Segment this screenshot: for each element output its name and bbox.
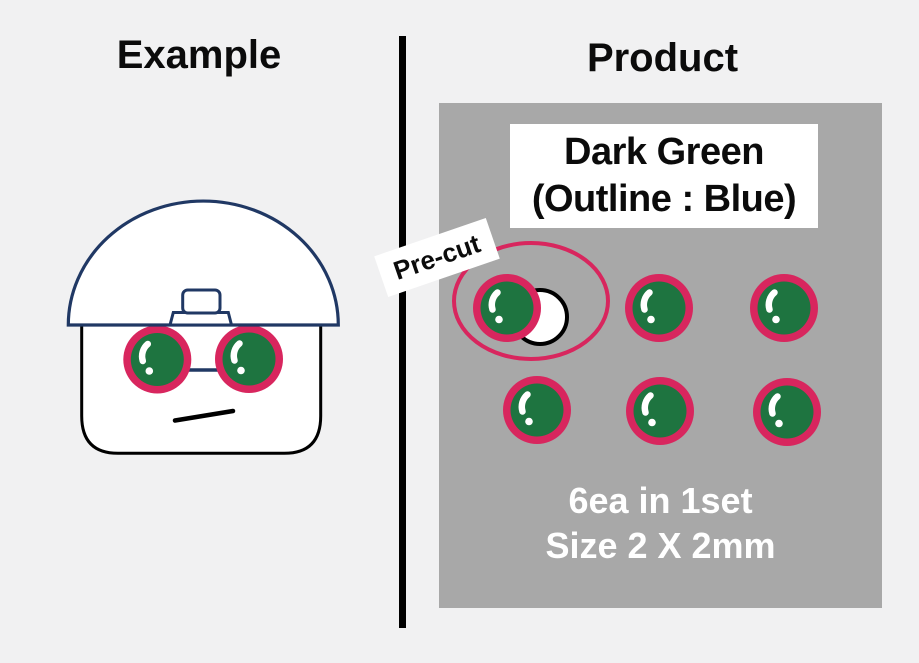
eye-sticker-6: [753, 378, 821, 446]
product-title: Product: [586, 36, 739, 80]
example-title: Example: [116, 33, 282, 77]
color-label: Dark Green (Outline : Blue): [510, 124, 818, 228]
helmet-knob: [181, 288, 222, 315]
helmet-dome: [66, 199, 340, 327]
mascot-face-illustration: [66, 199, 340, 455]
quantity-text: 6ea in 1set: [568, 480, 753, 521]
left-eye-icon: [123, 326, 191, 394]
eye-sticker-2: [625, 274, 693, 342]
precut-outline-ellipse: [452, 241, 610, 361]
eye-sticker-sheet: [452, 241, 882, 608]
color-label-line2: (Outline : Blue): [531, 178, 797, 220]
product-panel: Dark Green (Outline : Blue) 6ea in 1set …: [439, 103, 882, 608]
mouth-line: [172, 408, 236, 423]
panel-caption: 6ea in 1set Size 2 X 2mm: [439, 478, 882, 568]
right-eye-icon: [215, 325, 283, 393]
eye-sticker-5: [626, 377, 694, 445]
eye-sticker-4: [503, 376, 571, 444]
eye-sticker-3: [750, 274, 818, 342]
eye-sticker-1: [473, 274, 541, 342]
face-outline: [80, 323, 323, 455]
size-text: Size 2 X 2mm: [545, 525, 776, 566]
color-label-line1: Dark Green: [564, 131, 764, 173]
divider-line: [399, 36, 406, 628]
